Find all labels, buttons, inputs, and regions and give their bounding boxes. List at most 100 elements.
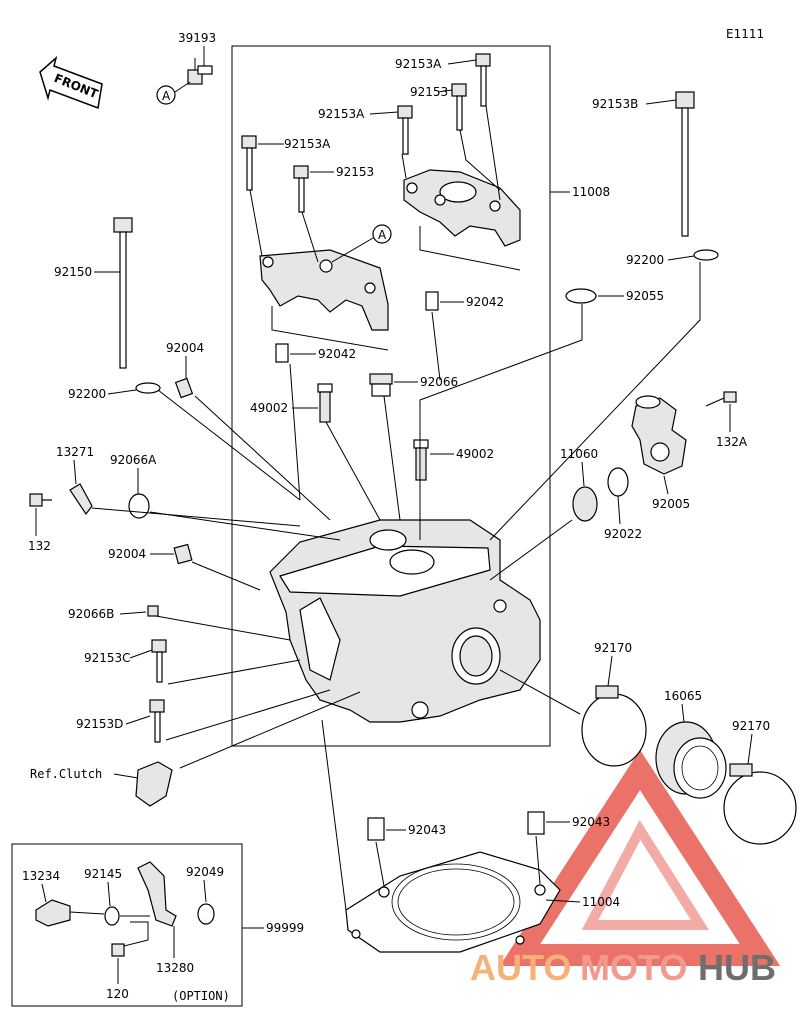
watermark-triangle — [499, 749, 781, 966]
label-99999: 99999 — [266, 921, 304, 935]
label-132: 132 — [28, 539, 51, 553]
ref-marker-a-2: A — [378, 228, 387, 242]
bolt-92150 — [113, 217, 133, 369]
circlip-92145 — [104, 906, 120, 926]
label-92005: 92005 — [652, 497, 690, 511]
leader-lines — [69, 105, 701, 947]
label-132a: 132A — [716, 435, 748, 449]
label-11008: 11008 — [572, 185, 610, 199]
dowel-92042-2 — [275, 343, 289, 363]
oring-92055 — [565, 288, 597, 304]
label-92153b: 92153B — [592, 97, 638, 111]
label-92153a-1: 92153A — [395, 57, 442, 71]
camshaft-cap-left — [259, 249, 389, 331]
label-49002-1: 49002 — [250, 401, 288, 415]
seal-92066a — [128, 493, 150, 519]
bolt-92153a-mid — [397, 105, 413, 155]
bolt-132a — [705, 391, 737, 407]
bolt-39193 — [187, 58, 213, 85]
label-92066b: 92066B — [68, 607, 114, 621]
label-92004-2: 92004 — [108, 547, 146, 561]
label-92170-2: 92170 — [732, 719, 770, 733]
label-92055: 92055 — [626, 289, 664, 303]
clutch-bracket — [135, 761, 173, 807]
label-92042-1: 92042 — [466, 295, 504, 309]
label-92200-2: 92200 — [68, 387, 106, 401]
valve-guide-49002-1 — [317, 383, 333, 423]
water-outlet-92005 — [631, 395, 687, 475]
head-gasket-11004 — [345, 851, 561, 953]
watermark-moto: MOTO — [580, 947, 687, 988]
label-92066: 92066 — [420, 375, 458, 389]
label-92066a: 92066A — [110, 453, 157, 467]
label-49002-2: 49002 — [456, 447, 494, 461]
clamp-92170-left — [581, 685, 647, 767]
watermark: AUTO MOTO HUB — [470, 749, 781, 988]
bolt-120 — [111, 943, 125, 957]
label-39193: 39193 — [178, 31, 216, 45]
label-92153-2: 92153 — [336, 165, 374, 179]
label-92170-1: 92170 — [594, 641, 632, 655]
label-13280: 13280 — [156, 961, 194, 975]
label-120: 120 — [106, 987, 129, 1001]
bolt-92153b — [675, 91, 695, 237]
ref-marker-a-1: A — [162, 89, 171, 103]
dowel-92042-1 — [425, 291, 439, 311]
shaft-13280 — [137, 861, 177, 927]
cylinder-head-frame — [231, 45, 551, 747]
label-option: (OPTION) — [172, 989, 230, 1003]
ref-marker-a-circle-2 — [372, 224, 392, 244]
option-box — [11, 843, 243, 1007]
stud-92004-lower — [173, 543, 193, 565]
bolt-92153a-top — [475, 53, 491, 107]
dowel-92043-1 — [367, 817, 385, 841]
plug-92066b — [147, 605, 159, 617]
seal-92049 — [197, 903, 215, 925]
bolt-92153a-left — [241, 135, 257, 191]
label-11004: 11004 — [582, 895, 620, 909]
bolt-92153d — [149, 699, 165, 743]
camshaft-cap-right — [403, 169, 521, 247]
gasket-11060 — [572, 486, 598, 522]
stud-92004-top — [174, 377, 194, 399]
bolt-92153-left — [293, 165, 309, 213]
label-11060: 11060 — [560, 447, 598, 461]
washer-92200-left — [135, 382, 161, 394]
label-92153c: 92153C — [84, 651, 131, 665]
clamp-92170-right — [723, 763, 797, 845]
label-92145: 92145 — [84, 867, 122, 881]
valve-guide-49002-2 — [413, 439, 429, 481]
bracket-13271 — [69, 483, 93, 516]
label-92153a-2: 92153A — [318, 107, 365, 121]
diagram-code: E1111 — [726, 27, 764, 41]
bolt-92153c — [151, 639, 167, 683]
dowel-92043-2 — [527, 811, 545, 835]
watermark-auto: AUTO — [470, 947, 571, 988]
label-13271: 13271 — [56, 445, 94, 459]
oring-92022 — [607, 467, 629, 497]
washer-92200-right — [693, 249, 719, 261]
ref-marker-a-circle-1 — [156, 85, 176, 105]
label-92200-1: 92200 — [626, 253, 664, 267]
label-92153a-3: 92153A — [284, 137, 331, 151]
label-13234: 13234 — [22, 869, 60, 883]
cylinder-head — [269, 519, 541, 723]
label-ref-clutch: Ref.Clutch — [30, 767, 102, 781]
label-92043-1: 92043 — [408, 823, 446, 837]
label-92049: 92049 — [186, 865, 224, 879]
lever-13234 — [35, 899, 71, 927]
label-92004-1: 92004 — [166, 341, 204, 355]
watermark-hub: HUB — [698, 947, 776, 988]
label-92150: 92150 — [54, 265, 92, 279]
label-92153-1: 92153 — [410, 85, 448, 99]
bolt-92153-top — [451, 83, 467, 131]
label-92153d: 92153D — [76, 717, 123, 731]
label-92042-2: 92042 — [318, 347, 356, 361]
label-16065: 16065 — [664, 689, 702, 703]
joint-16065 — [655, 721, 727, 799]
label-92022: 92022 — [604, 527, 642, 541]
plug-92066 — [369, 373, 393, 397]
watermark-inner-triangle — [581, 820, 710, 930]
